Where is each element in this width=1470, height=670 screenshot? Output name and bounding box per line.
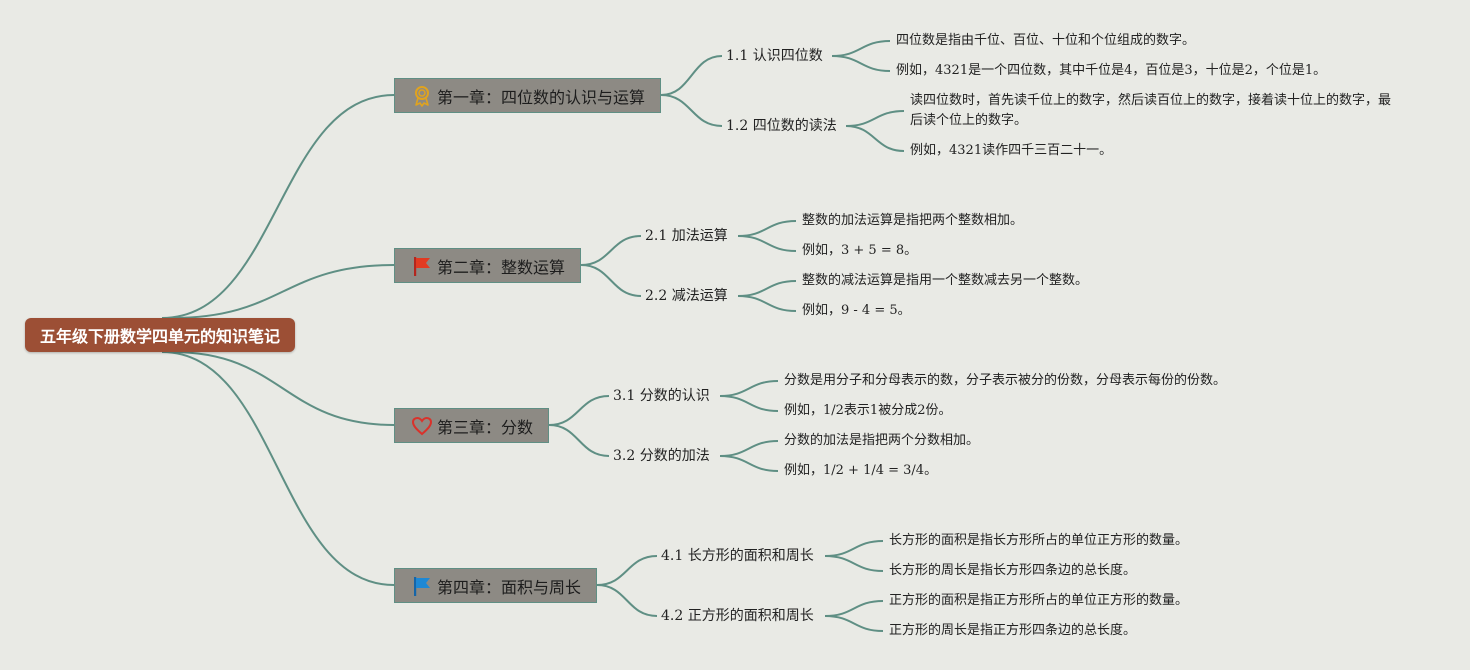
root-topic[interactable]: 五年级下册数学四单元的知识笔记 [25,318,295,352]
note-4-2-a: 正方形的面积是指正方形所占的单位正方形的数量。 [889,593,1189,608]
link-ch1-sub2 [660,94,723,127]
link-root-ch3 [171,351,395,426]
chapter-1-node[interactable]: 第一章：四位数的认识与运算 [394,78,661,113]
note-2-2-a: 整数的减法运算是指用一个整数减去另一个整数。 [802,273,1089,288]
chapter-2-title: 第二章：整数运算 [437,257,566,277]
link-sub4-note1 [737,280,797,297]
link-sub3-note2 [737,235,797,252]
link-sub6-note1 [719,440,779,457]
sub-2-1[interactable]: 2.1 加法运算 [645,228,728,244]
link-sub1-note1 [831,40,891,57]
note-1-2-b: 例如，4321读作四千三百二十一。 [910,143,1113,158]
link-sub1-note2 [831,55,891,72]
link-sub8-note2 [824,615,884,632]
chapter-3-node[interactable]: 第三章：分数 [394,408,549,443]
note-4-1-b: 长方形的周长是指长方形四条边的总长度。 [889,563,1137,578]
chapter-4-title: 第四章：面积与周长 [437,577,582,597]
link-sub8-note1 [824,600,884,617]
red-flag-icon [411,255,433,277]
sub-2-2[interactable]: 2.2 减法运算 [645,288,728,304]
note-1-1-a: 四位数是指由千位、百位、十位和个位组成的数字。 [896,33,1196,48]
note-3-1-a: 分数是用分子和分母表示的数，分子表示被分的份数，分母表示每份的份数。 [784,373,1227,388]
link-root-ch1 [161,94,395,319]
link-ch3-sub1 [548,395,610,426]
link-sub6-note2 [719,455,779,472]
link-ch4-sub1 [596,555,658,586]
note-3-2-a: 分数的加法是指把两个分数相加。 [784,433,980,448]
link-ch2-sub2 [580,264,642,297]
root-title: 五年级下册数学四单元的知识笔记 [39,327,280,346]
sub-3-2[interactable]: 3.2 分数的加法 [613,448,710,464]
link-sub3-note1 [737,220,797,237]
link-ch4-sub2 [596,584,658,617]
note-1-1-b: 例如，4321是一个四位数，其中千位是4，百位是3，十位是2，个位是1。 [896,63,1327,78]
sub-4-2[interactable]: 4.2 正方形的面积和周长 [661,608,814,624]
link-sub7-note1 [824,540,884,557]
chapter-1-title: 第一章：四位数的认识与运算 [437,87,646,107]
link-sub2-note2 [845,125,905,152]
note-2-1-b: 例如，3 + 5 = 8。 [802,243,918,258]
sub-1-1[interactable]: 1.1 认识四位数 [726,48,823,64]
sub-3-1[interactable]: 3.1 分数的认识 [613,388,710,404]
link-sub7-note2 [824,555,884,572]
note-3-1-b: 例如，1/2表示1被分成2份。 [784,403,952,418]
note-2-2-b: 例如，9 - 4 = 5。 [802,303,911,318]
link-ch1-sub1 [660,55,723,96]
chapter-2-node[interactable]: 第二章：整数运算 [394,248,581,283]
link-root-ch4 [161,351,395,586]
note-4-1-a: 长方形的面积是指长方形所占的单位正方形的数量。 [889,533,1189,548]
sub-4-1[interactable]: 4.1 长方形的面积和周长 [661,548,814,564]
link-ch3-sub2 [548,424,610,457]
heart-icon [411,415,433,437]
note-3-2-b: 例如，1/2 + 1/4 = 3/4。 [784,463,938,478]
link-root-ch2 [171,264,395,319]
link-sub4-note2 [737,295,797,312]
link-sub5-note2 [719,395,779,412]
note-1-2-a: 读四位数时，首先读千位上的数字，然后读百位上的数字，接着读十位上的数字，最后读个… [910,93,1392,128]
chapter-4-node[interactable]: 第四章：面积与周长 [394,568,597,603]
link-ch2-sub1 [580,235,642,266]
link-sub2-note1 [845,110,905,127]
link-sub5-note1 [719,380,779,397]
chapter-3-title: 第三章：分数 [437,417,534,437]
award-ribbon-icon [411,85,433,107]
note-4-2-b: 正方形的周长是指正方形四条边的总长度。 [889,623,1137,638]
blue-flag-icon [411,575,433,597]
note-2-1-a: 整数的加法运算是指把两个整数相加。 [802,213,1024,228]
sub-1-2[interactable]: 1.2 四位数的读法 [726,118,837,134]
